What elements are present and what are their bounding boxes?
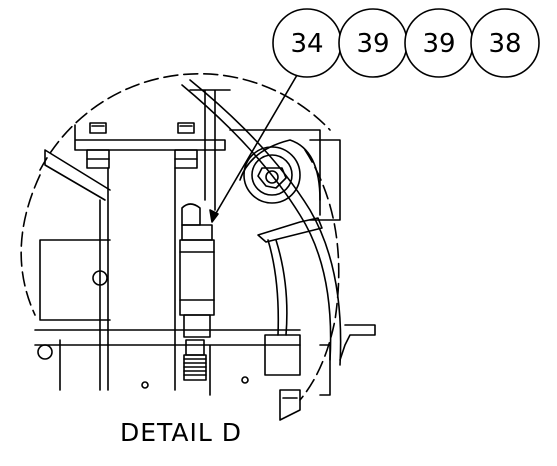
- hole-left-bottom: [37, 344, 53, 360]
- base-block-right: [319, 344, 331, 396]
- side-bar: [339, 324, 376, 361]
- hole-left-large: [92, 270, 108, 286]
- vertical-post: [99, 167, 176, 391]
- leader-arrow: [209, 209, 219, 223]
- balloon-label-1: 34: [290, 29, 323, 59]
- balloon-group: [272, 8, 540, 78]
- threaded-nozzle: [183, 339, 207, 381]
- cylinder-fitting: [179, 203, 215, 338]
- frame-left-bracket: [44, 149, 111, 201]
- hose-outer: [181, 84, 332, 361]
- hole-bottom-small-2: [241, 376, 249, 384]
- bolt-right: [174, 122, 198, 169]
- frame-vertical-left: [39, 239, 111, 321]
- detail-caption: DETAIL D: [120, 418, 242, 447]
- detail-boundary-circle: [39, 73, 331, 171]
- hose-left: [267, 239, 288, 336]
- detail-boundary-circle-left: [20, 174, 41, 316]
- base-frame: [34, 329, 301, 396]
- balloon-label-2: 39: [356, 29, 389, 59]
- detail-boundary-circle-right: [299, 149, 340, 401]
- frame-top-plate: [74, 124, 226, 151]
- roller-wheel: [239, 139, 321, 204]
- latch-lever: [257, 217, 323, 243]
- base-block: [264, 334, 301, 376]
- balloon-label-3: 39: [422, 29, 455, 59]
- bottom-fitting: [279, 389, 301, 421]
- hole-bottom-small-1: [141, 381, 149, 389]
- balloon-label-4: 38: [488, 29, 521, 59]
- leader-line: [211, 69, 301, 221]
- hose-inner: [189, 79, 342, 366]
- frame-right-upper: [189, 89, 231, 211]
- bolt-left: [86, 122, 110, 169]
- balloon-circle-4: [470, 8, 540, 78]
